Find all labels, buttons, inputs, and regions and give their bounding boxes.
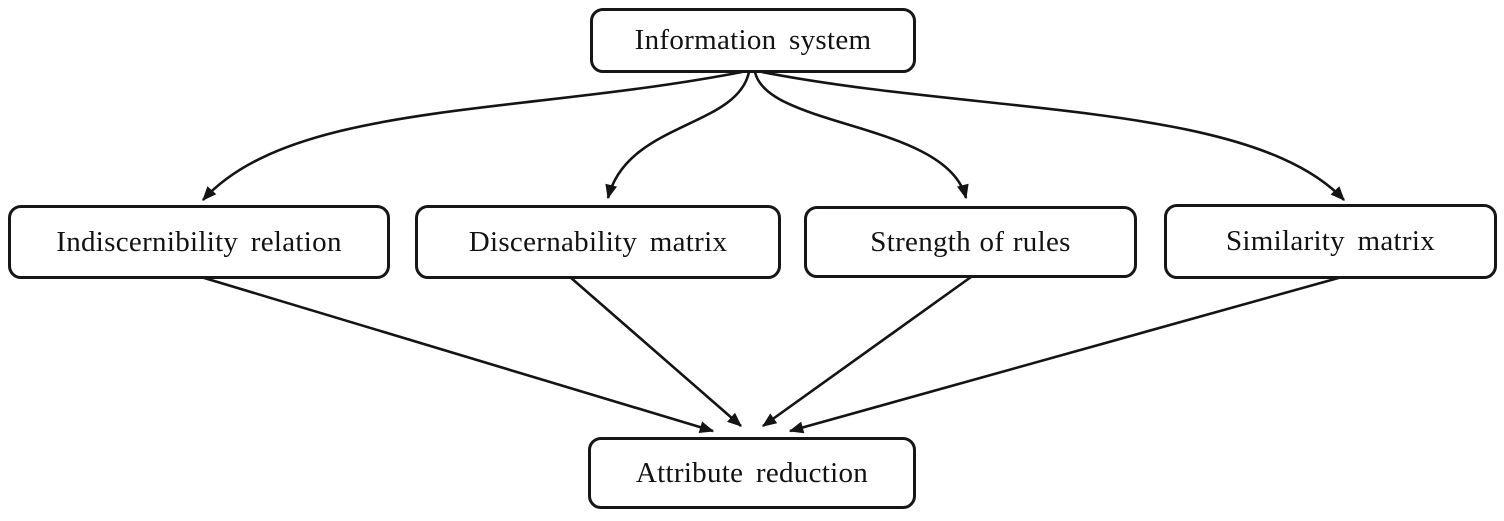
edge-indiscernibility-to-attribute xyxy=(200,275,715,433)
node-indiscernibility-relation: Indiscernibility relation xyxy=(8,205,390,279)
node-information-system: Information system xyxy=(590,8,916,73)
node-information-system-label: Information system xyxy=(634,24,872,56)
node-indiscernibility-relation-label: Indiscernibility relation xyxy=(56,225,342,258)
node-similarity-matrix: Similarity matrix xyxy=(1164,204,1497,279)
node-discernability-matrix: Discernability matrix xyxy=(415,205,781,279)
node-similarity-matrix-label: Similarity matrix xyxy=(1225,225,1436,257)
edge-discernability-to-attribute xyxy=(569,276,742,427)
edge-info-to-indiscernibility xyxy=(202,70,743,201)
edge-info-to-strength xyxy=(753,71,969,200)
edge-info-to-similarity xyxy=(761,70,1345,201)
node-discernability-matrix-label: Discernability matrix xyxy=(468,225,728,258)
node-strength-of-rules-label: Strength of rules xyxy=(870,225,1071,258)
node-attribute-reduction-label: Attribute reduction xyxy=(635,456,869,489)
edge-strength-to-attribute xyxy=(762,275,972,428)
node-strength-of-rules: Strength of rules xyxy=(804,206,1137,278)
edge-similarity-to-attribute xyxy=(788,275,1343,434)
edge-info-to-discernability xyxy=(605,71,751,200)
node-attribute-reduction: Attribute reduction xyxy=(588,437,916,509)
